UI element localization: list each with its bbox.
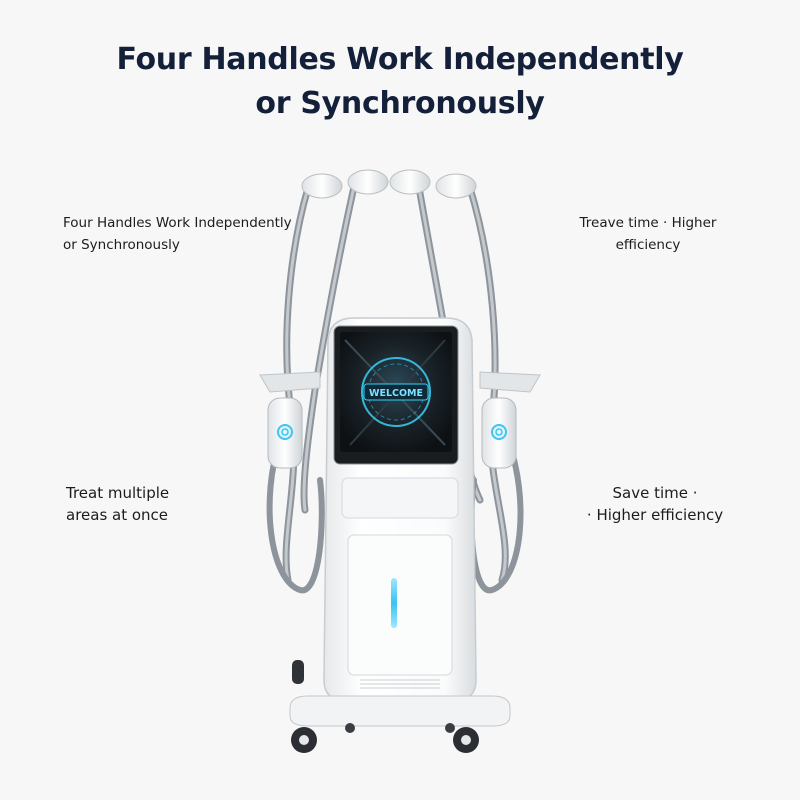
title-line-1: Four Handles Work Independently [116, 42, 684, 77]
wheel-icon [292, 660, 304, 684]
caption-top-right: Treave time · Higher efficiency [560, 212, 736, 256]
touch-screen: WELCOME [333, 325, 459, 465]
caption-bottom-left-line-1: Treat multiple [66, 484, 170, 502]
left-handle [267, 397, 303, 469]
welcome-text: WELCOME [369, 388, 423, 399]
caption-bottom-right-line-2: · Higher efficiency [586, 506, 724, 524]
caption-bottom-left: Treat multiple areas at once [66, 482, 169, 526]
caption-top-right-line-2: efficiency [615, 237, 681, 253]
page-title: Four Handles Work Independently or Synch… [0, 38, 800, 126]
machine-illustration: WELCOME [259, 169, 541, 753]
caption-top-right-line-1: Treave time · Higher [579, 215, 717, 231]
side-arms [259, 371, 541, 393]
led-indicator [391, 578, 397, 628]
caption-bottom-left-line-2: areas at once [66, 506, 169, 524]
power-icon [277, 424, 293, 440]
caption-bottom-right-line-1: Save time · [612, 484, 698, 502]
power-icon [491, 424, 507, 440]
caption-top-left-line-2: or Synchronously [63, 237, 180, 253]
machine-base [289, 660, 511, 753]
caption-bottom-right: Save time · · Higher efficiency [560, 482, 750, 526]
caption-top-left: Four Handles Work Independently or Synch… [63, 212, 292, 256]
handle-heads [301, 169, 477, 199]
caption-top-left-line-1: Four Handles Work Independently [63, 215, 292, 231]
right-handle [481, 397, 517, 469]
title-line-2: or Synchronously [255, 86, 545, 121]
